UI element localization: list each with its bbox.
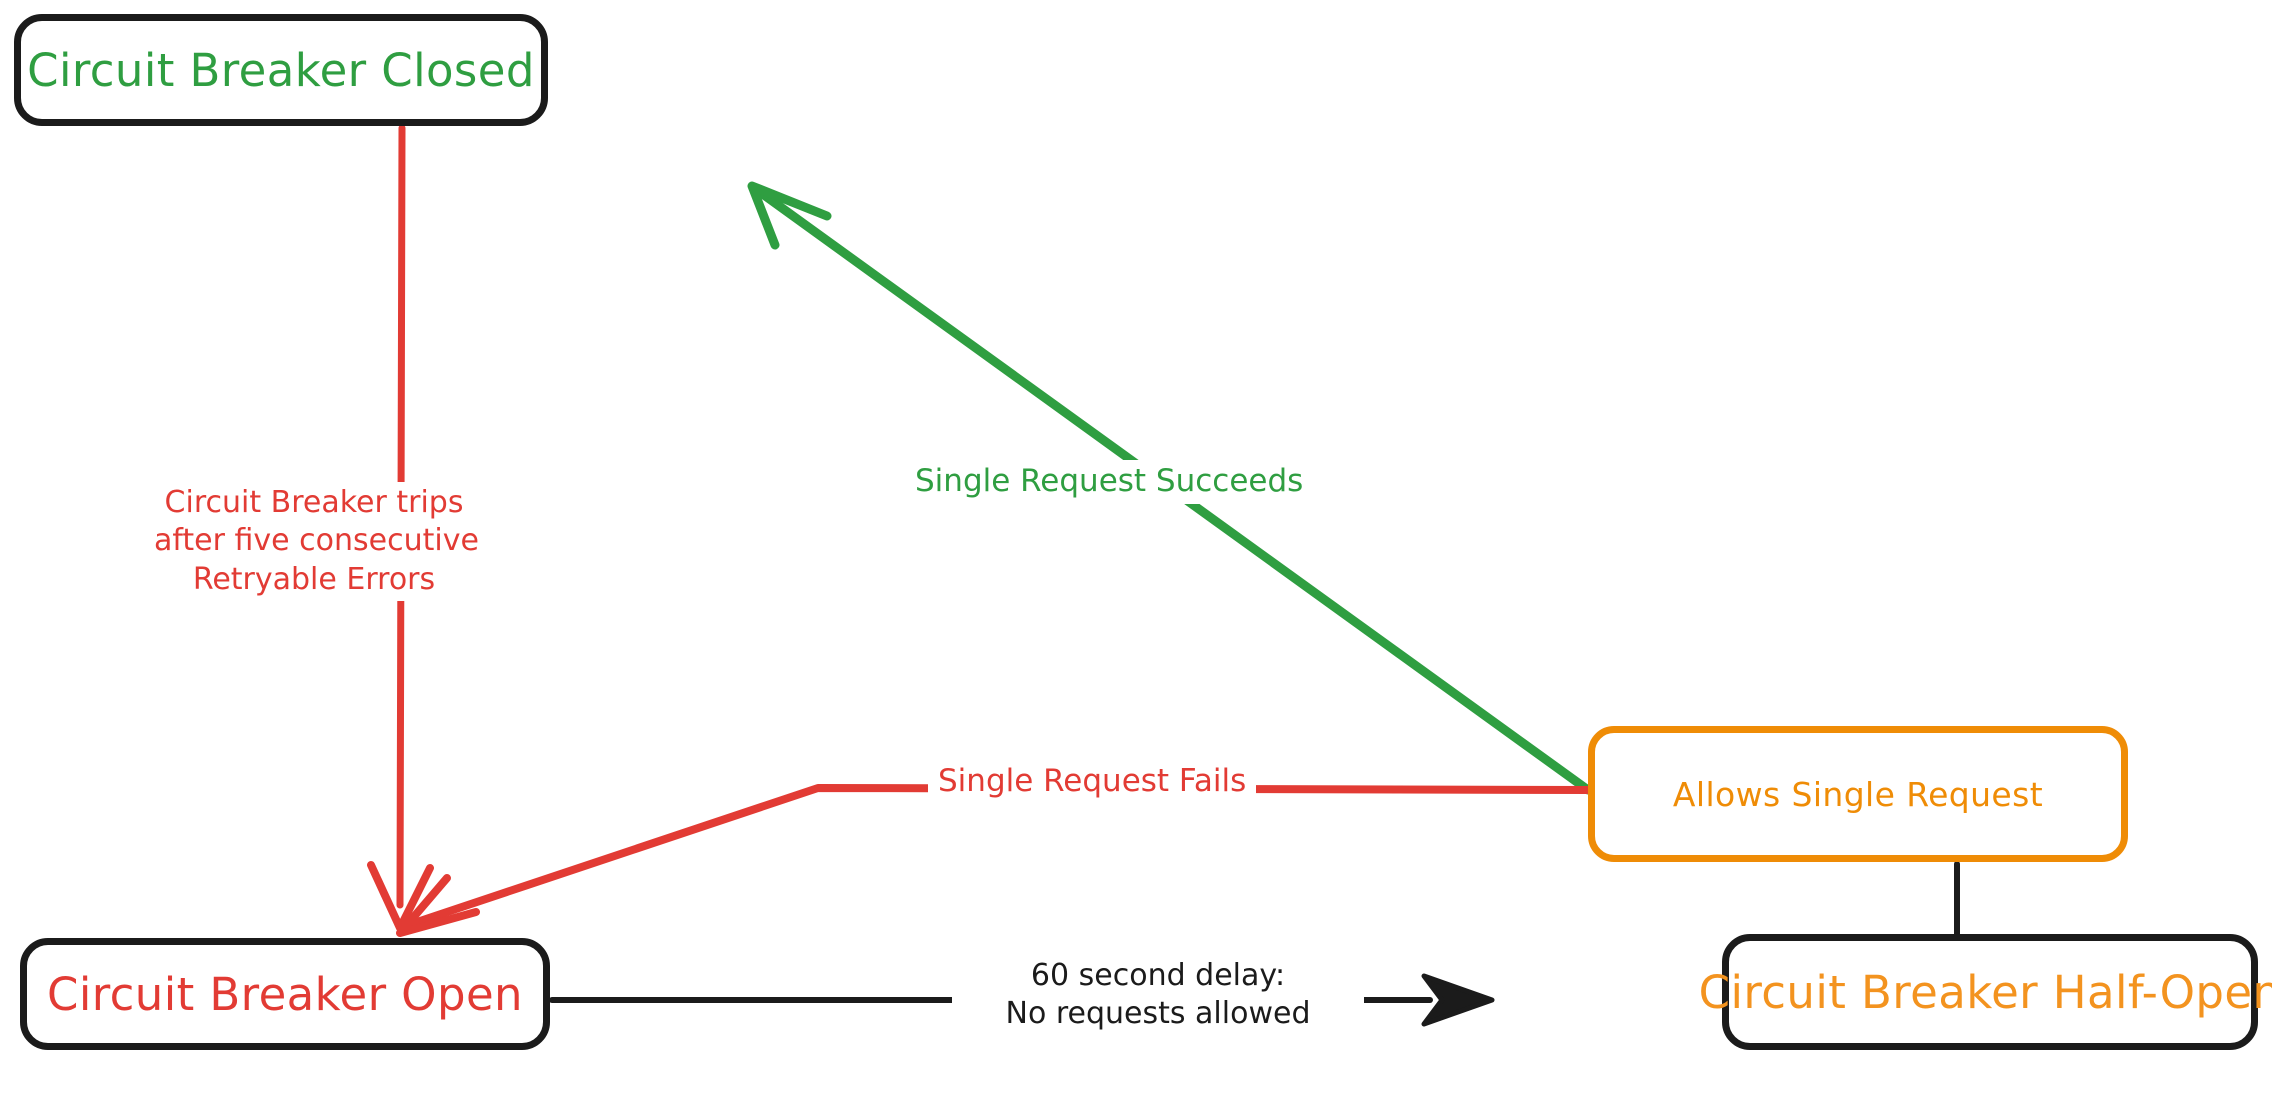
node-circuit-breaker-closed[interactable]: Circuit Breaker Closed [14, 14, 548, 126]
edge-label-open-to-half-open: 60 second delay: No requests allowed [952, 955, 1364, 1036]
node-allows-single-request[interactable]: Allows Single Request [1588, 726, 2128, 862]
edge-label-line: Retryable Errors [192, 561, 436, 597]
edge-label-closed-to-open: Circuit Breaker trips after five consecu… [150, 482, 479, 602]
edge-allows-to-open [396, 784, 1592, 937]
node-circuit-breaker-half-open[interactable]: Circuit Breaker Half-Open [1699, 934, 2272, 1050]
node-open-label: Circuit Breaker Open [47, 967, 523, 1021]
edge-label-line: 60 second delay: [1030, 958, 1286, 993]
edge-label-line: Single Request Succeeds [915, 463, 1304, 499]
node-closed-label: Circuit Breaker Closed [27, 43, 535, 97]
edge-label-line: No requests allowed [1005, 996, 1311, 1032]
edge-label-line: after five consecutive [154, 523, 479, 559]
edge-label-allows-to-closed: Single Request Succeeds [905, 460, 1314, 504]
edge-label-line: Circuit Breaker trips [164, 485, 464, 520]
node-circuit-breaker-open[interactable]: Circuit Breaker Open [20, 938, 550, 1050]
edge-label-allows-to-open: Single Request Fails [928, 760, 1257, 804]
node-allows-single-request-label: Allows Single Request [1672, 774, 2044, 814]
node-half-open-label: Circuit Breaker Half-Open [1698, 965, 2272, 1019]
edge-label-line: Single Request Fails [938, 763, 1247, 799]
